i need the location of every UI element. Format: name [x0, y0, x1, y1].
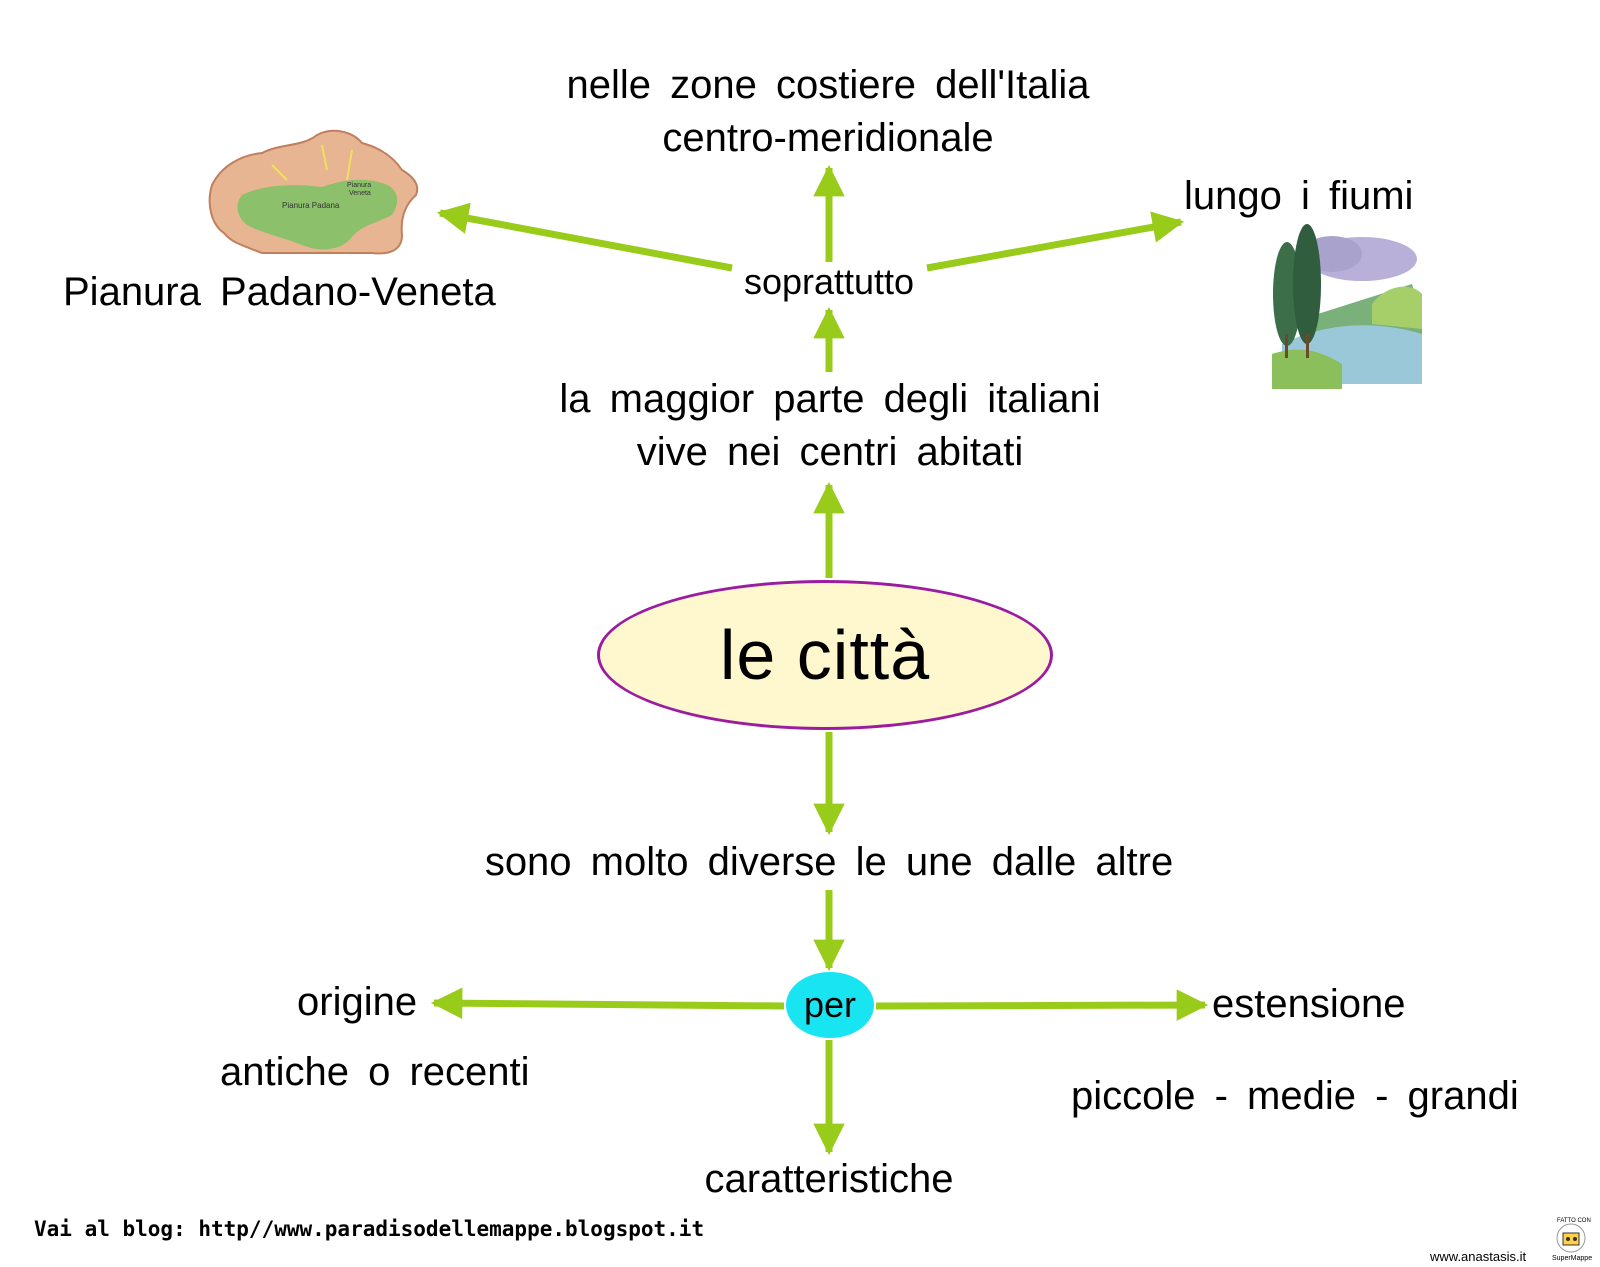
rivers-node: lungo i fiumi [1184, 174, 1414, 218]
river-landscape-picture [1262, 224, 1422, 389]
central-topic-label: le città [719, 616, 931, 694]
estensione-node: estensione [1212, 982, 1406, 1026]
map-label-veneta-1: Pianura [347, 182, 371, 189]
arrow-to-estensione [875, 989, 1209, 1021]
per-node: per [786, 972, 874, 1038]
majority-node: la maggior parte degli italiani vive nei… [559, 373, 1100, 479]
arrow-to-rivers [926, 211, 1185, 272]
majority-line-1: la maggior parte degli italiani [559, 377, 1101, 421]
origine-detail: antiche o recenti [220, 1050, 530, 1094]
majority-line-2: vive nei centri abitati [636, 430, 1024, 474]
caratteristiche-node: caratteristiche [704, 1157, 954, 1201]
arrow-to-plain [436, 202, 733, 272]
coastal-line-2: centro-meridionale [662, 116, 994, 160]
italy-plain-map: Pianura Padana Pianura Veneta [202, 125, 422, 260]
badge-bottom-text: SuperMappe [1552, 1255, 1592, 1262]
per-label: per [803, 984, 857, 1025]
soprattutto-node: soprattutto [743, 261, 915, 302]
central-topic-node: le città [597, 580, 1053, 730]
site-credit: www.anastasis.it [1430, 1249, 1527, 1264]
coastal-line-1: nelle zone costiere dell'Italia [566, 63, 1090, 107]
coastal-node: nelle zone costiere dell'Italia centro-m… [566, 59, 1089, 165]
arrow-to-origine [430, 987, 785, 1019]
estensione-detail: piccole - medie - grandi [1071, 1074, 1519, 1118]
badge-top-text: FATTO CON [1557, 1218, 1591, 1224]
map-label-veneta-2: Veneta [349, 190, 371, 197]
origine-node: origine [297, 980, 418, 1024]
map-label-padana: Pianura Padana [282, 201, 340, 210]
diverse-node: sono molto diverse le une dalle altre [484, 840, 1174, 884]
supermappe-badge: FATTO CON SuperMappe [1548, 1214, 1594, 1262]
blog-link[interactable]: Vai al blog: http//www.paradisodellemapp… [34, 1217, 705, 1241]
plain-node: Pianura Padano-Veneta [63, 270, 496, 314]
